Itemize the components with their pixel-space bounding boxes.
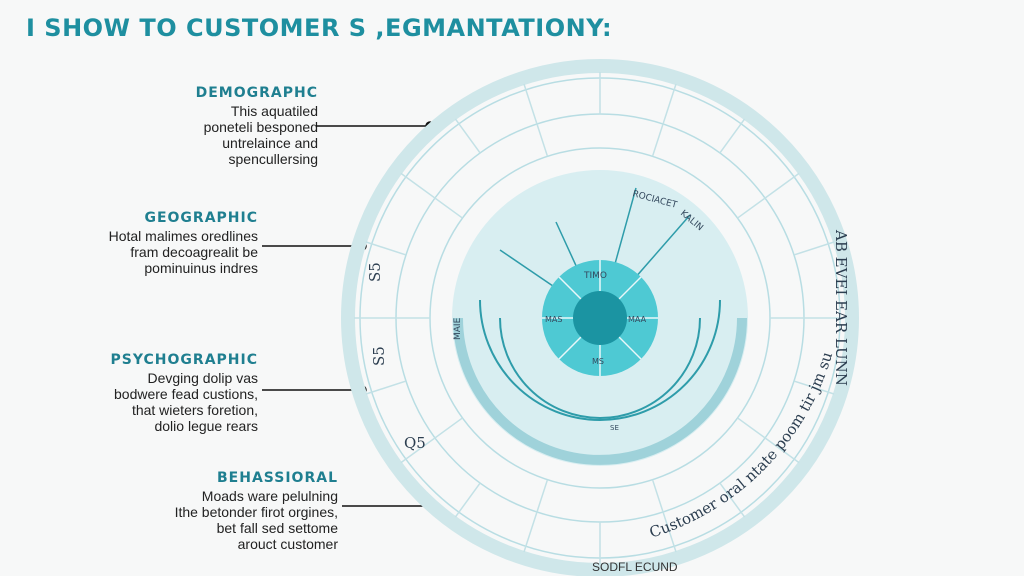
ring-divider [719, 118, 746, 154]
ring-divider [651, 83, 677, 157]
core-label: MS [592, 357, 604, 366]
segment-text-line: that wieters foretion, [131, 402, 258, 418]
ring-divider [793, 380, 835, 395]
segment-text-line: dolio legue rears [154, 418, 258, 434]
ring-dividers [354, 72, 846, 564]
segment-text-line: pominuinus indres [144, 260, 258, 276]
segment-demographic: DEMOGRAPHC This aquatiled poneteli bespo… [0, 85, 318, 167]
core-center [573, 291, 627, 345]
inner-arc-band [453, 317, 747, 465]
side-label: S5 [366, 262, 384, 282]
side-label: Q5 [404, 434, 426, 452]
segment-text-line: spencullersing [228, 151, 319, 167]
page-title: I SHOW TO CUSTOMER S ,EGMANTATIONY: [26, 14, 613, 42]
segment-text-line: Moads ware pelulning [201, 488, 338, 504]
ring-divider [523, 479, 549, 553]
core-labels: TIMO MAS MAA MS [545, 271, 647, 366]
segment-heading: DEMOGRAPHC [195, 85, 318, 101]
ring-divider [365, 380, 407, 395]
ring-divider [454, 482, 481, 518]
inner-arc-line [479, 299, 721, 421]
ring-divider [454, 118, 481, 154]
inner-arc-line [499, 317, 701, 419]
core-label: TIMO [583, 271, 607, 281]
segment-text-line: This aquatiled [230, 103, 318, 119]
core-label: MAA [628, 315, 647, 324]
ring-divider [737, 417, 800, 464]
ring-divider [365, 241, 407, 256]
segment-text-line: Hotal malimes oredlines [108, 228, 258, 244]
ring-divider [400, 417, 463, 464]
inner-ring-label: SE [610, 424, 619, 432]
ring-divider [793, 241, 835, 256]
segment-heading: PSYCHOGRAPHIC [110, 352, 258, 368]
segment-psychographic: PSYCHOGRAPHIC Devging dolip vas bodwere … [0, 352, 258, 434]
segment-text-line: poneteli besponed [203, 119, 318, 135]
core-label: MAS [545, 315, 562, 324]
ring-divider [400, 172, 463, 219]
segment-text-line: Devging dolip vas [147, 370, 258, 386]
inner-ring-label: MAIE [453, 317, 463, 340]
side-labels: S5 S5 Q5 [366, 262, 426, 452]
segment-behavioral: BEHASSIORAL Moads ware pelulning Ithe be… [18, 470, 338, 552]
segment-text-line: Ithe betonder firot orgines, [174, 504, 338, 520]
segment-heading: GEOGRAPHIC [144, 210, 258, 226]
segment-text-line: arouct customer [237, 536, 338, 552]
ring-divider [719, 482, 746, 518]
footer-label: SODFL ECUND [592, 560, 678, 574]
segment-text-line: bodwere fead custions, [114, 386, 258, 402]
outer-edge-text: AB EVEI EAR LUNN [832, 229, 850, 386]
segment-text-line: fram decoagrealit be [130, 244, 258, 260]
segment-geographic: GEOGRAPHIC Hotal malimes oredlines fram … [0, 210, 258, 276]
segment-text-line: untrelaince and [222, 135, 318, 151]
outer-ring [341, 59, 859, 576]
ring-divider [523, 83, 549, 157]
side-label: S5 [370, 346, 388, 366]
ring-divider [737, 172, 800, 219]
segment-text-line: bet fall sed settome [216, 520, 338, 536]
segment-heading: BEHASSIORAL [217, 470, 338, 486]
ring-divider [651, 479, 677, 553]
